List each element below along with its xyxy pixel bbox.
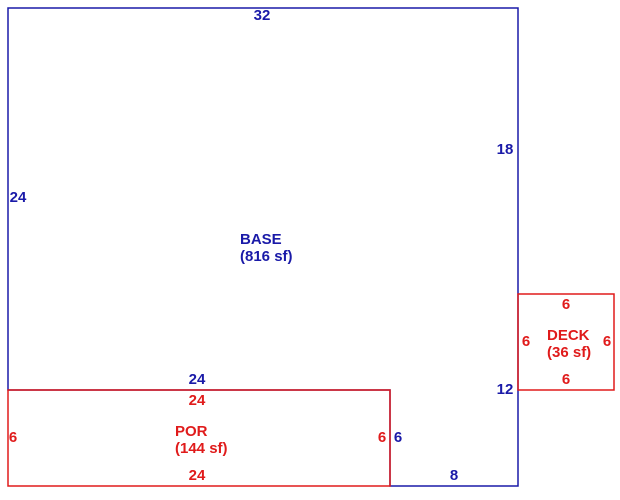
por-area: (144 sf) — [175, 440, 228, 457]
por-dim-top: 24 — [189, 392, 206, 409]
base-dim-inner-vertical: 6 — [394, 429, 402, 446]
deck-dim-bottom: 6 — [562, 371, 570, 388]
por-name: POR — [175, 423, 208, 440]
por-dim-left: 6 — [9, 429, 17, 446]
deck-dim-top: 6 — [562, 296, 570, 313]
base-label: BASE (816 sf) — [240, 231, 293, 265]
base-dim-left: 24 — [10, 189, 27, 206]
base-dim-bottom: 8 — [450, 467, 458, 484]
base-area: (816 sf) — [240, 248, 293, 265]
base-dim-right-lower: 12 — [497, 381, 514, 398]
deck-area: (36 sf) — [547, 344, 591, 361]
base-dim-right-upper: 18 — [497, 141, 514, 158]
deck-dimensions: 6 6 6 6 — [522, 296, 611, 388]
base-dim-top: 32 — [254, 7, 271, 24]
base-name: BASE — [240, 231, 282, 248]
deck-outline — [517, 293, 615, 391]
por-dimensions: 24 24 6 6 — [9, 392, 386, 484]
deck-dim-left: 6 — [522, 333, 530, 350]
por-dim-right: 6 — [378, 429, 386, 446]
por-outline — [7, 389, 391, 487]
base-dimensions: 32 24 18 12 24 6 8 — [10, 7, 514, 484]
base-dim-inner-horizontal: 24 — [189, 371, 206, 388]
deck-label: DECK (36 sf) — [547, 327, 591, 361]
por-dim-bottom: 24 — [189, 467, 206, 484]
deck-dim-right: 6 — [603, 333, 611, 350]
deck-name: DECK — [547, 327, 590, 344]
por-label: POR (144 sf) — [175, 423, 228, 457]
